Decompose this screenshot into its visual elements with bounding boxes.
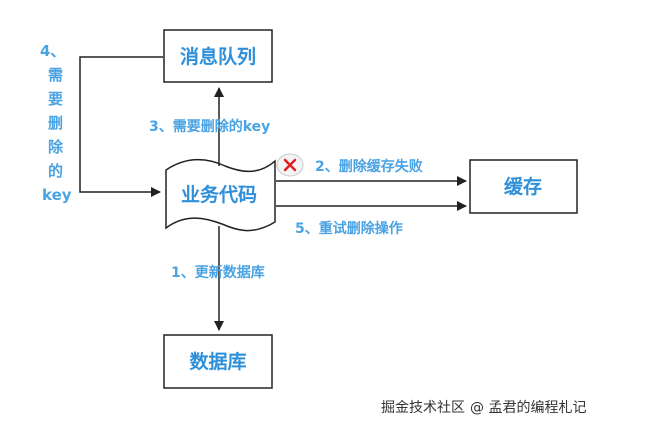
node-message-queue-label: 消息队列 (180, 45, 256, 68)
edge-label-update-db: 1、更新数据库 (171, 264, 265, 281)
step4-line-3: 要 (48, 90, 63, 108)
edge-label-step4: 4、 需 要 删 除 的 key (40, 42, 72, 204)
step4-line-5: 除 (48, 138, 64, 156)
step4-line-2: 需 (48, 66, 63, 84)
edge-label-need-delete-key: 3、需要删除的key (149, 118, 270, 135)
node-database: 数据库 (163, 334, 273, 389)
fail-x-icon (276, 153, 304, 177)
edge-mq-to-biz (79, 56, 163, 197)
edge-label-delete-cache-fail: 2、删除缓存失败 (315, 158, 424, 175)
node-business-code-label: 业务代码 (181, 183, 257, 206)
edge-label-retry-delete: 5、重试删除操作 (295, 220, 403, 237)
node-business-code: 业务代码 (165, 159, 276, 232)
watermark-site: 掘金技术社区 (381, 400, 465, 416)
node-cache-label: 缓存 (504, 175, 542, 198)
step4-line-1: 4、 (40, 42, 65, 60)
step4-line-7: key (42, 186, 72, 204)
node-database-label: 数据库 (189, 350, 246, 373)
step4-line-6: 的 (48, 162, 63, 180)
node-cache: 缓存 (469, 159, 578, 214)
watermark: 掘金技术社区 @ 孟君的编程札记 (381, 400, 586, 416)
step4-line-4: 删 (48, 114, 63, 132)
watermark-author: @ 孟君的编程札记 (470, 400, 586, 416)
node-message-queue: 消息队列 (163, 29, 273, 83)
